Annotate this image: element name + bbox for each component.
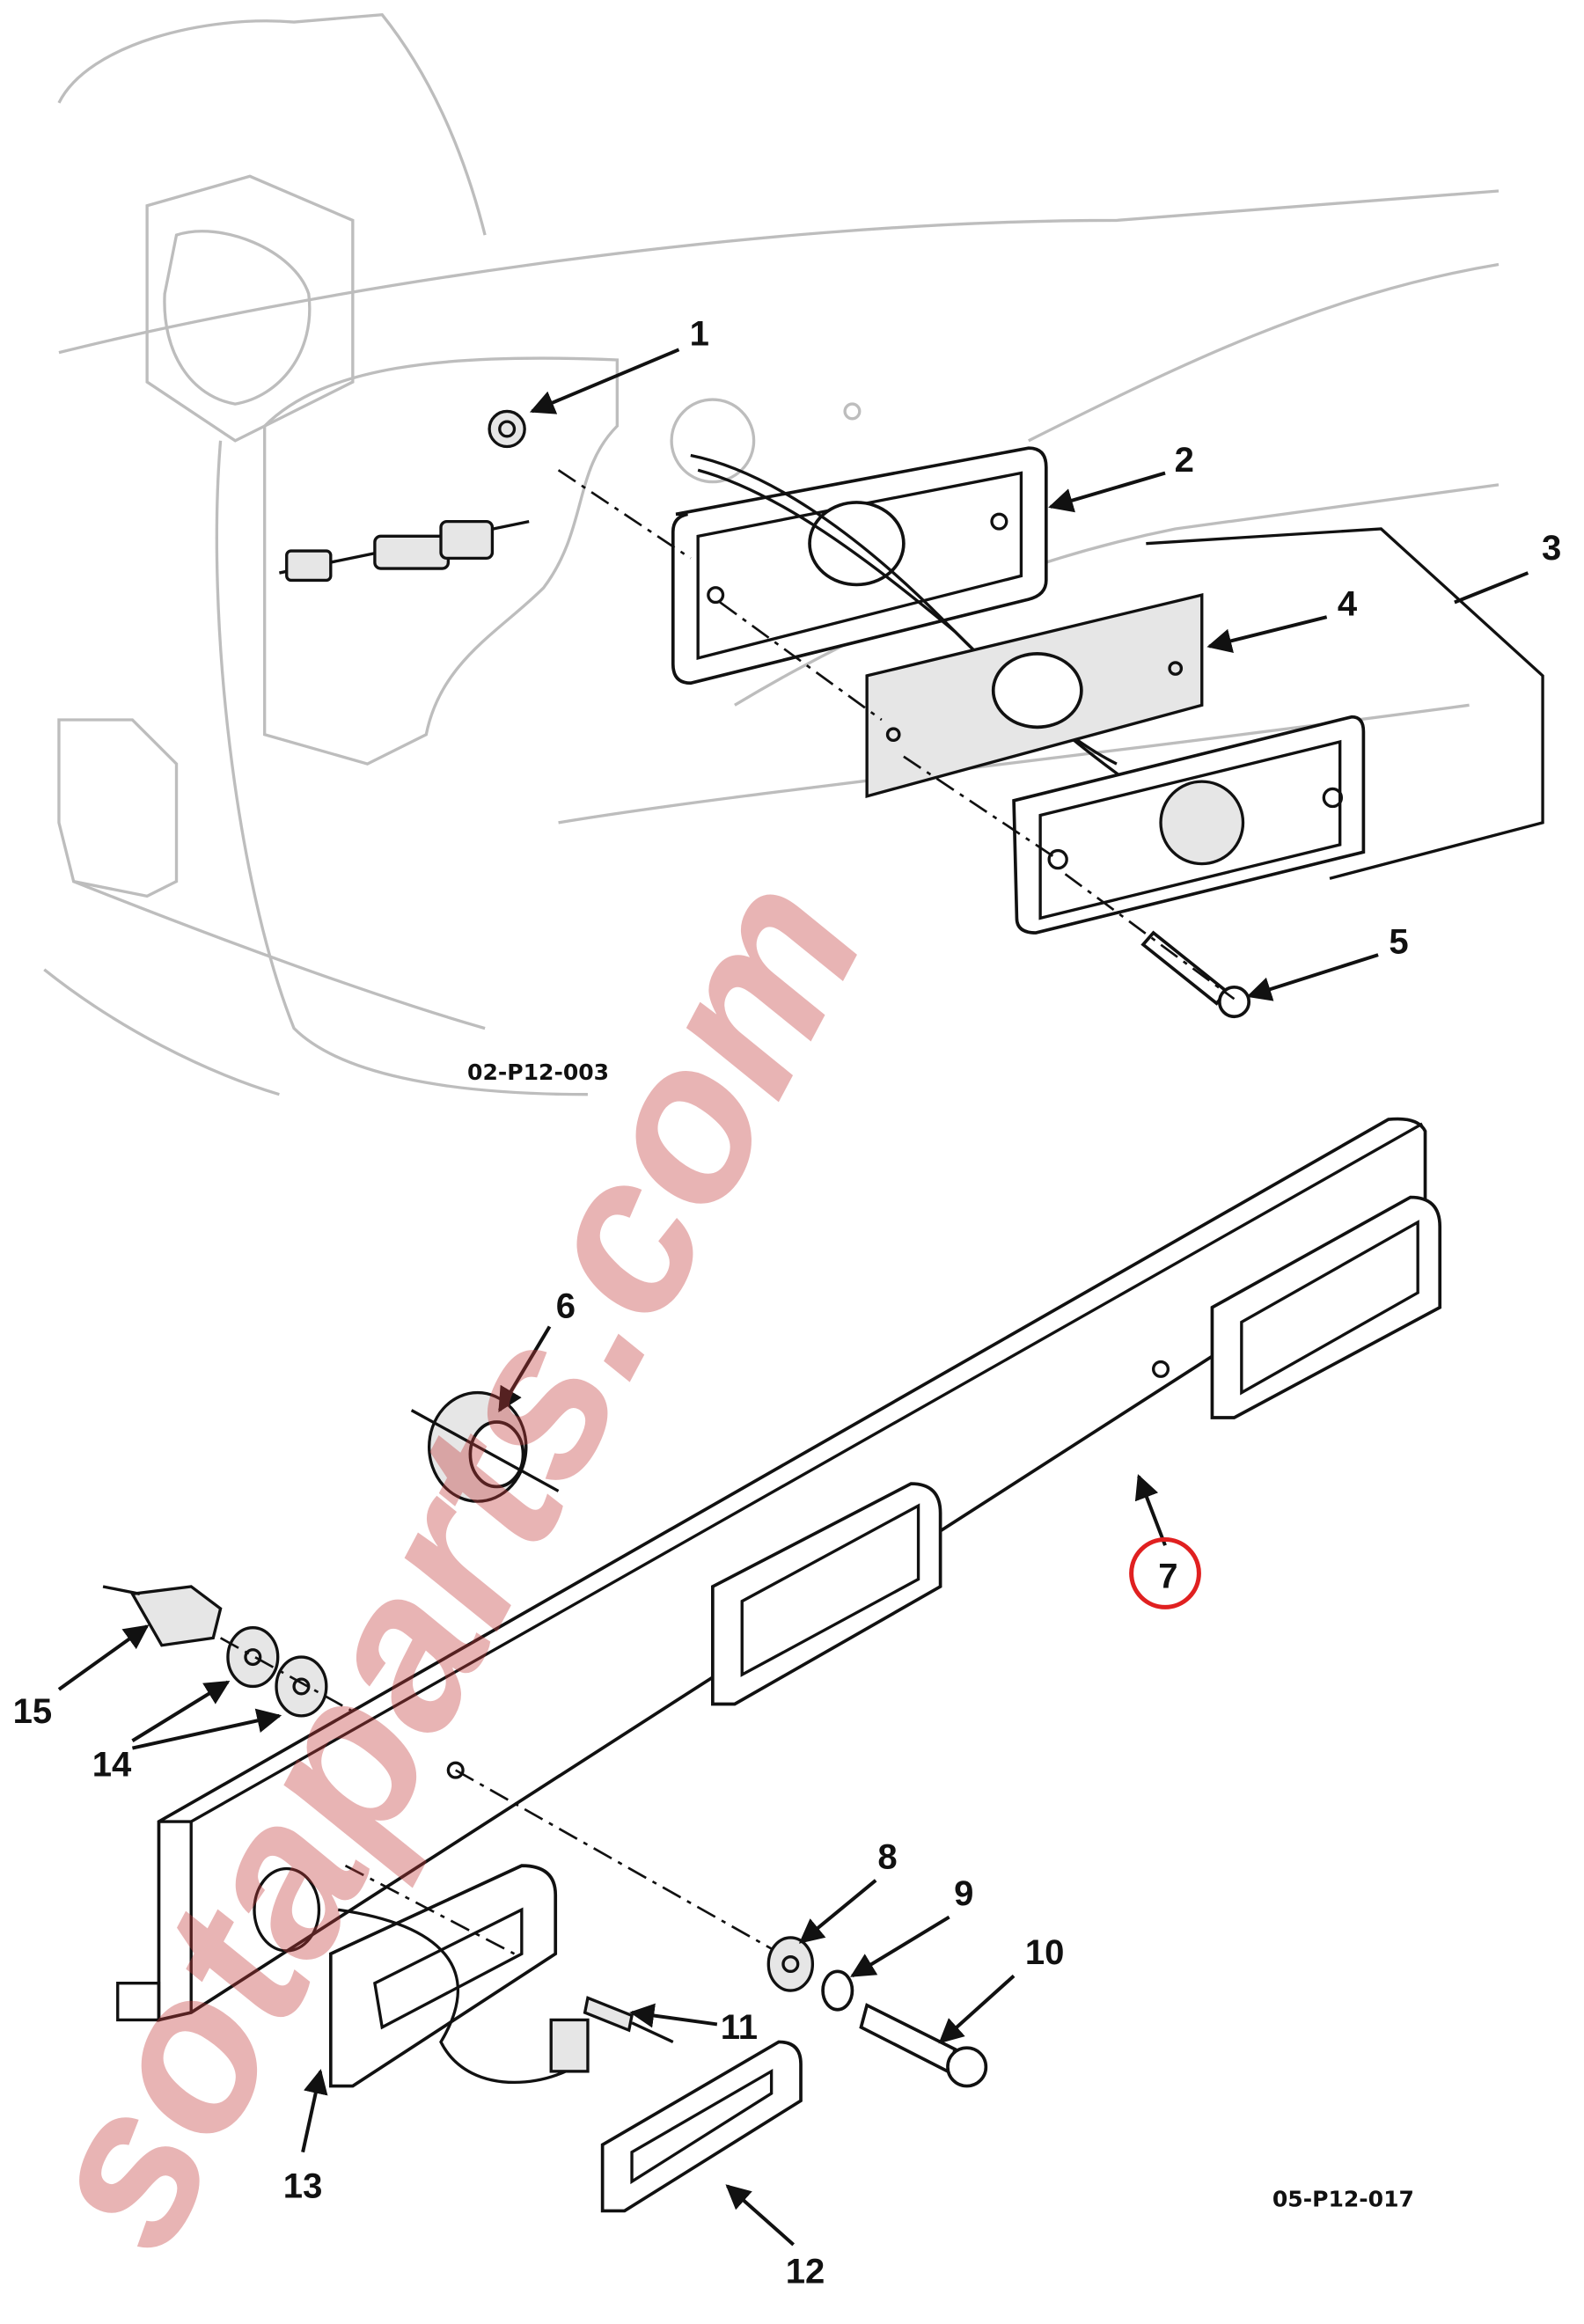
centerline (557, 469, 1236, 1001)
callout-6: 6 (556, 1287, 576, 1325)
lens-part-12 (600, 2040, 803, 2213)
vehicle-body-outline (43, 12, 1500, 1096)
callout-11: 11 (721, 2008, 758, 2047)
leader-lines (57, 348, 1529, 2247)
lens-part-3 (1012, 527, 1544, 935)
nut-part-1 (488, 409, 526, 449)
callout-10: 10 (1025, 1933, 1065, 1972)
lamp-right (1210, 1195, 1442, 1419)
callout-13: 13 (283, 2166, 323, 2205)
callout-2: 2 (1175, 441, 1194, 480)
callout-3: 3 (1542, 529, 1561, 568)
callout-12: 12 (786, 2252, 825, 2291)
callout-1: 1 (690, 314, 709, 353)
screw-part-5 (1140, 930, 1251, 1019)
figure-code-bottom: 05-P12-017 (1272, 2186, 1414, 2211)
callout-4: 4 (1338, 584, 1358, 623)
lamp-center (711, 1482, 942, 1706)
callout-7[interactable]: 7 (1158, 1558, 1177, 1596)
gasket-part-2 (671, 446, 1048, 685)
grommet-part-6 (410, 1390, 560, 1503)
figure-code-top: 02-P12-003 (467, 1059, 609, 1085)
callout-14: 14 (92, 1745, 132, 1784)
bulb-socket-part-15 (102, 1585, 223, 1647)
callout-9: 9 (954, 1874, 973, 1913)
gasket-part-4 (865, 592, 1204, 799)
washers-part-14 (219, 1626, 354, 1718)
bulb-part-11 (583, 1996, 674, 2043)
lamp-housing-part-13 (328, 1864, 590, 2088)
callout-5: 5 (1389, 922, 1408, 961)
wiring-connector (279, 519, 530, 583)
fasteners-8-9-10 (344, 1769, 988, 2088)
callout-8: 8 (877, 1837, 897, 1876)
callout-15: 15 (13, 1692, 53, 1731)
callout-7-highlight-circle (1129, 1537, 1201, 1609)
